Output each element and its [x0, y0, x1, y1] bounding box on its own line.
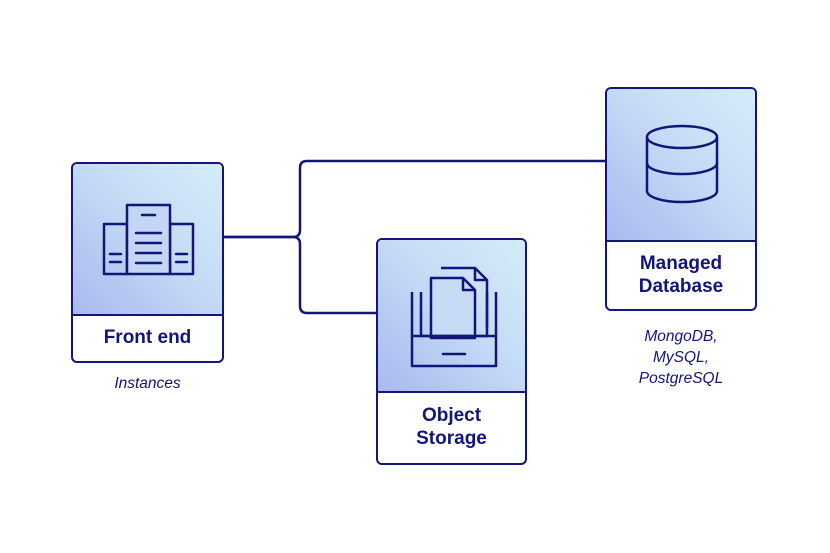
database-caption-line-3: PostgreSQL: [638, 370, 724, 387]
database-icon-area: [607, 89, 755, 242]
managed-database-node[interactable]: Managed Database: [605, 87, 757, 311]
database-caption-line-1: MongoDB,: [644, 328, 718, 345]
storage-label-line-1: Object: [421, 405, 482, 426]
frontend-caption: Instances: [71, 373, 224, 394]
frontend-caption-text: Instances: [114, 375, 181, 392]
database-label-line-1: Managed: [639, 252, 723, 274]
frontend-node[interactable]: Front end: [71, 162, 224, 363]
database-cylinder-icon: [645, 124, 719, 204]
frontend-icon-area: [73, 164, 222, 316]
connector-frontend-to-storage: [224, 235, 376, 315]
file-archive-icon: [410, 266, 498, 368]
database-caption-line-2: MySQL,: [653, 349, 709, 366]
storage-icon-area: [378, 240, 525, 393]
server-cluster-icon: [102, 203, 195, 276]
database-label-area: Managed Database: [607, 240, 755, 309]
database-label-line-2: Database: [638, 275, 724, 297]
database-caption: MongoDB, MySQL, PostgreSQL: [605, 326, 757, 389]
frontend-label: Front end: [103, 327, 192, 348]
connector-frontend-to-database: [224, 159, 605, 239]
storage-label-area: Object Storage: [378, 391, 525, 463]
storage-label-line-2: Storage: [416, 428, 487, 449]
object-storage-node[interactable]: Object Storage: [376, 238, 527, 465]
frontend-label-area: Front end: [73, 314, 222, 361]
